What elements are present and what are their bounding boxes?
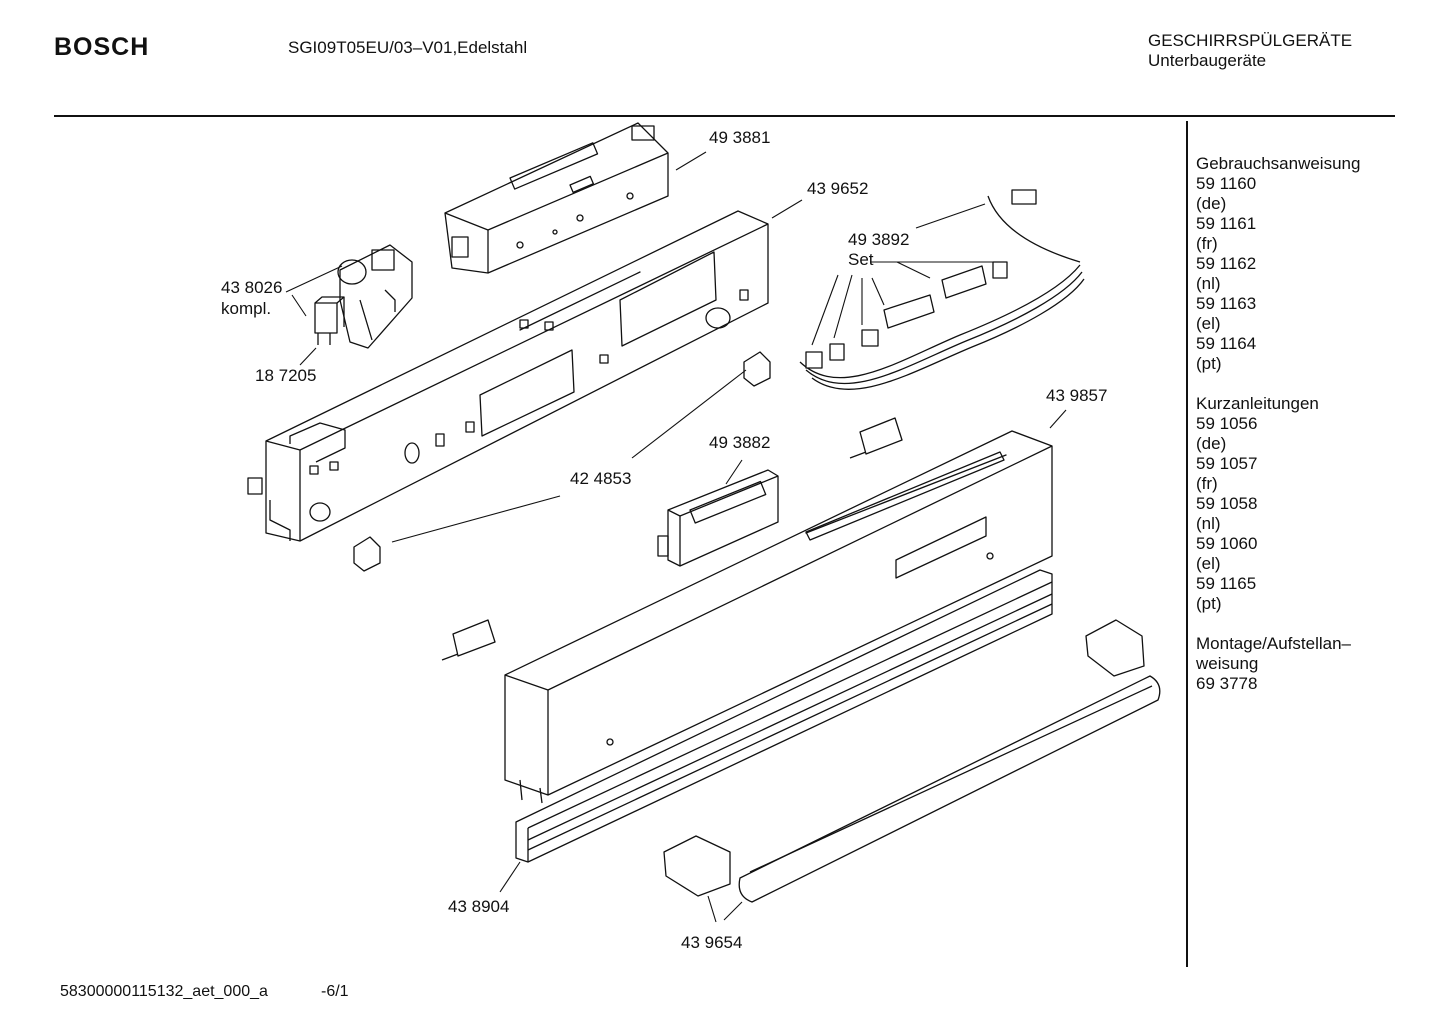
- doc-line: 59 1162: [1196, 254, 1257, 273]
- category-line-2: Unterbaugeräte: [1148, 51, 1267, 70]
- doc-group-quick-guide: Kurzanleitungen 59 1056 (de) 59 1057 (fr…: [1196, 394, 1386, 614]
- handle-bar-part: [663, 619, 1161, 903]
- part-label-493882: 49 3882: [709, 433, 770, 452]
- doc-group-installation: Montage/Aufstellan– weisung 69 3778: [1196, 634, 1386, 694]
- doc-line: (fr): [1196, 474, 1218, 493]
- electronic-module-part: [444, 122, 669, 274]
- doc-line: (pt): [1196, 354, 1222, 373]
- doc-line: 59 1160: [1196, 174, 1257, 193]
- doc-line: (el): [1196, 314, 1221, 333]
- sidebar-divider: [1186, 121, 1188, 967]
- doc-line: 59 1060: [1196, 534, 1258, 553]
- doc-group-title: Montage/Aufstellan–: [1196, 634, 1351, 653]
- doc-line: 59 1163: [1196, 294, 1257, 313]
- doc-line: (el): [1196, 554, 1221, 573]
- doc-line: weisung: [1196, 654, 1259, 673]
- doc-line: (de): [1196, 434, 1227, 453]
- switch-assembly-part: [337, 244, 413, 349]
- part-label-439654: 43 9654: [681, 933, 742, 952]
- part-label-439857: 43 9857: [1046, 386, 1107, 405]
- doc-line: (pt): [1196, 594, 1222, 613]
- part-label-438026: 43 8026: [221, 278, 282, 297]
- button-cap-part: [353, 351, 771, 572]
- doc-group-manual: Gebrauchsanweisung 59 1160 (de) 59 1161 …: [1196, 154, 1386, 374]
- cable-harness-part: [799, 189, 1085, 390]
- part-label-187205: 18 7205: [255, 366, 316, 385]
- brand-logo: BOSCH: [54, 33, 150, 61]
- doc-line: 59 1057: [1196, 454, 1258, 473]
- doc-group-title: Gebrauchsanweisung: [1196, 154, 1361, 173]
- doc-line: 59 1056: [1196, 414, 1258, 433]
- document-id: 58300000115132_aet_000_a: [60, 983, 268, 1000]
- part-label-424853: 42 4853: [570, 469, 631, 488]
- model-number: SGI09T05EU/03–V01,Edelstahl: [288, 38, 528, 57]
- leader-lines: [285, 151, 1067, 923]
- part-labels: 49 3881 43 9652 49 3892 Set 43 8026 komp…: [221, 128, 1107, 952]
- doc-line: 59 1164: [1196, 334, 1257, 353]
- sheet-number: -6/1: [321, 983, 349, 1000]
- documentation-sidebar: Gebrauchsanweisung 59 1160 (de) 59 1161 …: [1196, 154, 1386, 714]
- display-module-part: [657, 469, 779, 567]
- doc-line: 59 1161: [1196, 214, 1257, 233]
- header-divider: [54, 115, 1395, 117]
- control-panel-fascia-part: [504, 430, 1053, 804]
- part-label-439652: 43 9652: [807, 179, 868, 198]
- doc-group-title: Kurzanleitungen: [1196, 394, 1319, 413]
- doc-line: (nl): [1196, 514, 1221, 533]
- clip-part: [441, 417, 903, 661]
- part-label-438904: 43 8904: [448, 897, 509, 916]
- frame-housing-part: [247, 210, 769, 542]
- doc-line: (de): [1196, 194, 1227, 213]
- part-label-set: Set: [848, 250, 874, 269]
- category-line-1: GESCHIRRSPÜLGERÄTE: [1148, 31, 1353, 50]
- exploded-parts-diagram: 49 3881 43 9652 49 3892 Set 43 8026 komp…: [221, 122, 1161, 952]
- part-label-493892: 49 3892: [848, 230, 909, 249]
- part-label-kompl: kompl.: [221, 299, 271, 318]
- appliance-category: GESCHIRRSPÜLGERÄTE Unterbaugeräte: [1148, 31, 1352, 71]
- part-label-493881: 49 3881: [709, 128, 770, 147]
- trim-strip-part: [515, 569, 1053, 863]
- capacitor-part: [314, 296, 345, 345]
- doc-line: 59 1058: [1196, 494, 1258, 513]
- doc-line: 59 1165: [1196, 574, 1257, 593]
- doc-line: (nl): [1196, 274, 1221, 293]
- doc-line: 69 3778: [1196, 674, 1258, 693]
- doc-line: (fr): [1196, 234, 1218, 253]
